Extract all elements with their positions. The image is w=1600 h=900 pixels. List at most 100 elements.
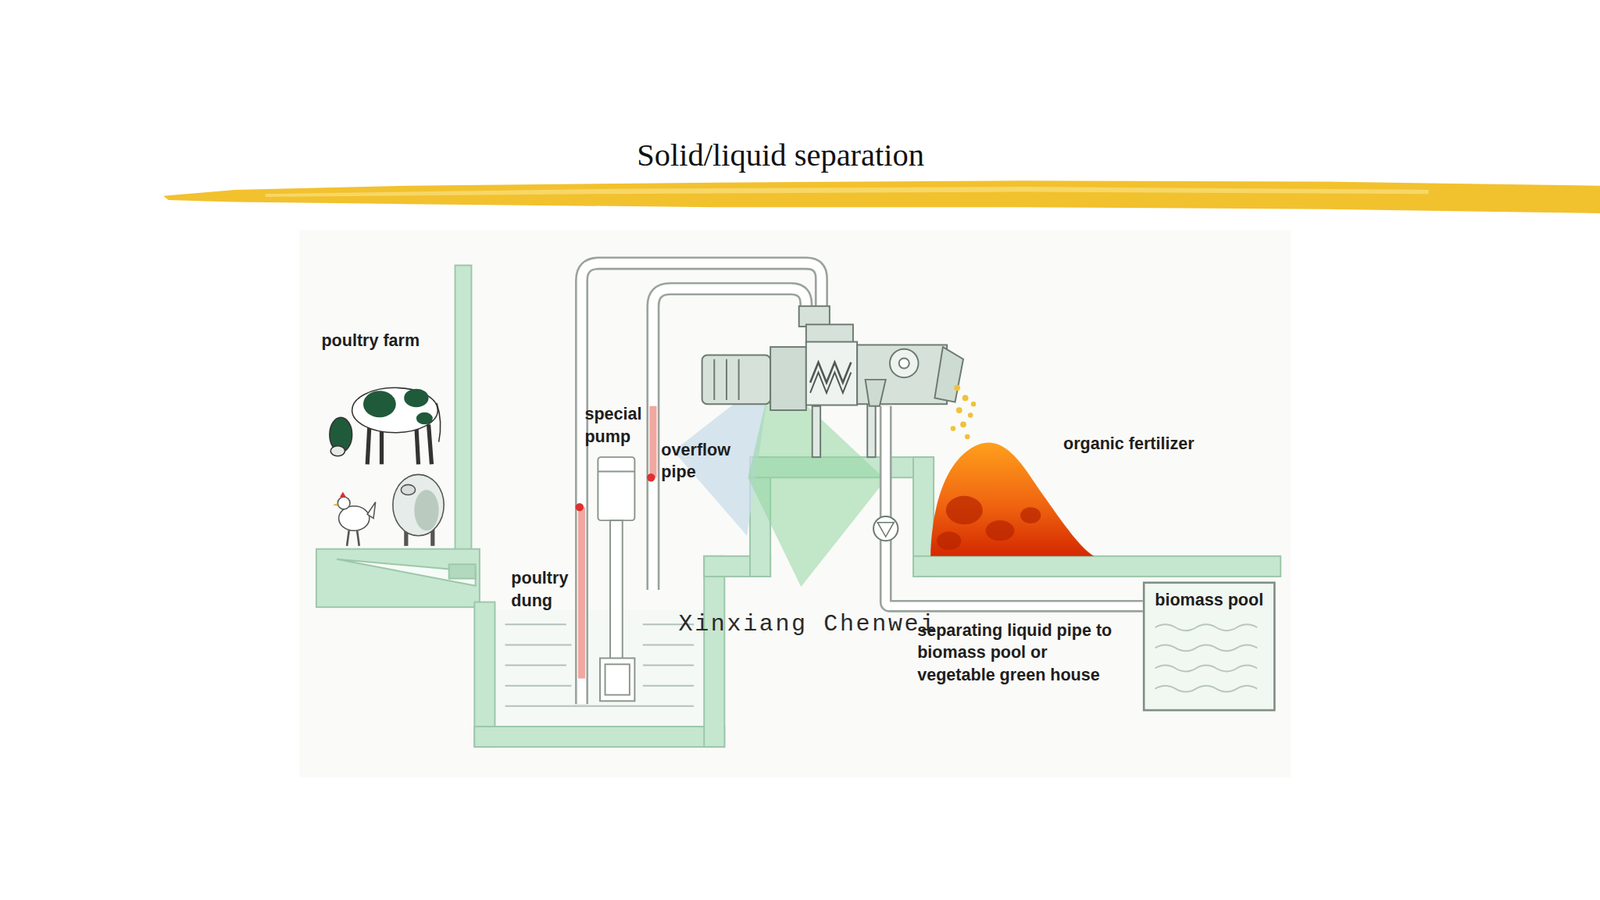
pit-structure bbox=[474, 457, 1281, 747]
pit-bottom bbox=[474, 726, 725, 747]
falling-solids bbox=[950, 384, 977, 440]
chicken-body bbox=[339, 506, 370, 531]
pump-pipe-outline bbox=[581, 263, 822, 704]
particle bbox=[960, 421, 967, 428]
screw-housing bbox=[806, 342, 858, 406]
separator-hub bbox=[899, 357, 910, 368]
chicken-leg bbox=[357, 530, 360, 547]
drain-box bbox=[449, 564, 476, 579]
water-line bbox=[642, 664, 694, 667]
cow-leg bbox=[379, 428, 384, 465]
pile-clump bbox=[946, 496, 983, 525]
pipe-label: separating liquid pipe to biomass pool o… bbox=[917, 618, 1127, 686]
pool-box: biomass pool bbox=[1142, 581, 1276, 711]
separator-machine bbox=[702, 306, 964, 458]
pipes bbox=[581, 263, 1145, 704]
pump-pipe bbox=[581, 263, 822, 704]
panel-background bbox=[299, 229, 1292, 778]
pool-waves bbox=[1155, 624, 1258, 692]
wave bbox=[1155, 665, 1258, 672]
cow-tail bbox=[436, 403, 441, 443]
farm-wall bbox=[455, 265, 472, 572]
chicken-beak bbox=[332, 503, 339, 507]
water-line bbox=[642, 685, 694, 687]
pipe-marker bbox=[646, 473, 655, 482]
fertilizer-pile bbox=[930, 442, 1094, 557]
funnel-triangle bbox=[877, 522, 894, 537]
part-label: special pump bbox=[584, 402, 658, 447]
water-line bbox=[642, 643, 694, 646]
product-label: organic fertilizer bbox=[1063, 431, 1195, 454]
pump-body bbox=[597, 457, 635, 521]
particle bbox=[964, 434, 971, 440]
cow-leg bbox=[428, 424, 433, 465]
motor-fin bbox=[725, 359, 728, 400]
inlet-junction bbox=[799, 306, 830, 327]
outlet-chute bbox=[934, 346, 964, 403]
pig-snout bbox=[400, 484, 415, 495]
cow-leg bbox=[416, 426, 419, 465]
watermark: Xinxiang Chenwei bbox=[678, 610, 937, 638]
pile-clump bbox=[985, 520, 1015, 541]
particle bbox=[967, 412, 974, 418]
water-line bbox=[505, 705, 695, 708]
farm-structure bbox=[316, 265, 480, 608]
particle bbox=[962, 394, 969, 401]
brush-stroke bbox=[163, 180, 1600, 214]
screw bbox=[810, 372, 851, 393]
pile-clump bbox=[1020, 507, 1041, 524]
floor-band bbox=[913, 556, 1281, 577]
particle bbox=[953, 384, 961, 391]
box-text: biomass pool bbox=[1144, 583, 1274, 611]
cow-body bbox=[352, 387, 439, 433]
pump-body-line bbox=[597, 470, 635, 472]
pool-fill bbox=[1142, 581, 1276, 711]
water-line bbox=[505, 685, 572, 687]
chicken-comb bbox=[339, 492, 347, 498]
cow-patch bbox=[416, 412, 433, 425]
machine-leg bbox=[867, 403, 875, 458]
water-lines bbox=[505, 624, 695, 706]
water-line bbox=[505, 623, 567, 625]
motor bbox=[702, 355, 772, 405]
coupling bbox=[770, 346, 807, 411]
cow-patch bbox=[363, 390, 397, 418]
special-pump bbox=[597, 457, 635, 701]
cow bbox=[329, 387, 441, 465]
liquid-funnel bbox=[873, 516, 898, 541]
separator-wheel bbox=[889, 349, 919, 379]
diagram-title: Solid/liquid separation bbox=[525, 136, 1036, 174]
brush-highlight bbox=[265, 186, 1429, 197]
pile-clump bbox=[936, 531, 961, 550]
chicken bbox=[332, 492, 376, 547]
particle bbox=[950, 425, 957, 432]
pit-left-wall bbox=[474, 602, 495, 747]
pit-water bbox=[494, 610, 704, 727]
overflow-pipe bbox=[653, 289, 807, 590]
dung-channel bbox=[336, 559, 476, 586]
chicken-tail bbox=[367, 502, 375, 519]
pile-texture bbox=[936, 496, 1041, 550]
wave bbox=[1155, 685, 1258, 693]
pipe-marker bbox=[575, 503, 584, 511]
pump-base bbox=[600, 657, 635, 701]
pump-stem bbox=[610, 520, 623, 661]
part-label: poultry dung bbox=[510, 566, 585, 611]
overflow-pipe-outline bbox=[653, 289, 807, 590]
chicken-leg bbox=[346, 530, 350, 547]
farm-floor bbox=[316, 549, 480, 608]
inlet-box bbox=[806, 324, 854, 343]
pump-pipe-flow bbox=[578, 507, 586, 679]
motor-fin bbox=[738, 359, 740, 400]
overflow-pipe-flow bbox=[649, 406, 657, 478]
pump-base-inner bbox=[605, 664, 630, 695]
cow-muzzle bbox=[330, 446, 345, 457]
cow-patch bbox=[403, 389, 429, 408]
part-label: overflow pipe bbox=[660, 437, 747, 483]
wave bbox=[1155, 644, 1258, 651]
pig-body bbox=[392, 474, 444, 536]
water-line bbox=[505, 643, 572, 646]
